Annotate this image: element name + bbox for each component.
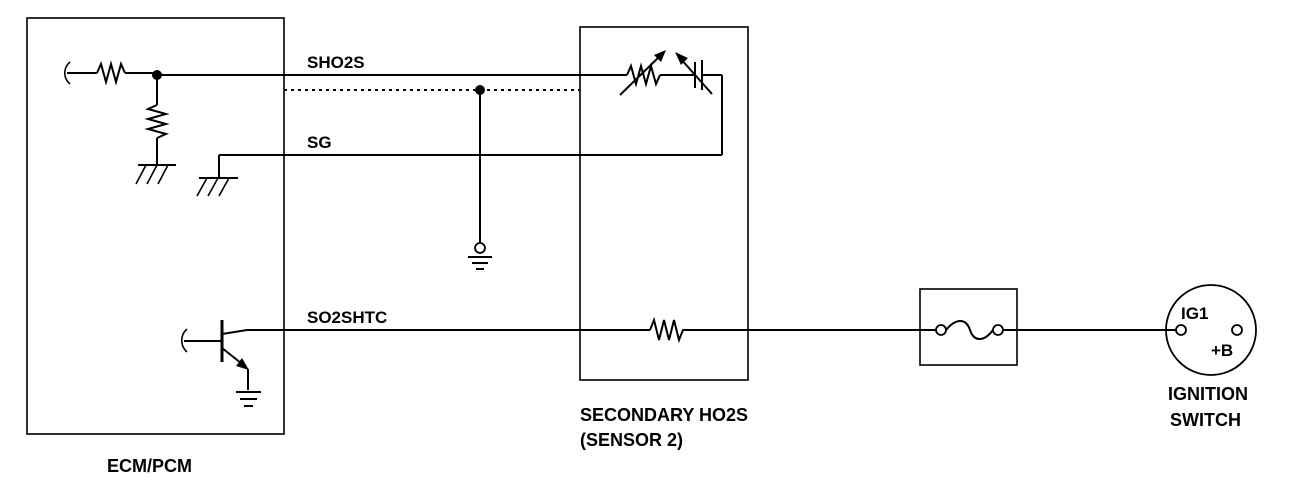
signal-input-symbol [63,61,71,85]
driver-input-symbol [180,328,188,353]
variable-resistor-icon [626,62,661,88]
pulldown-resistor [144,104,170,139]
sg-chassis-ground-icon [196,177,238,197]
ignition-label-line2: SWITCH [1170,410,1241,430]
wiring: SHO2S SG SO2SHTC [157,53,1176,331]
sho2s-label: SHO2S [307,53,365,72]
ignition-switch-body [1165,284,1257,376]
ig1-label: IG1 [1181,304,1208,323]
ignition-label-line1: IGNITION [1168,384,1248,404]
ecm-pcm-label: ECM/PCM [107,456,192,476]
shield-ground-icon [468,256,492,270]
signal-ground-icon [236,391,261,407]
fuse-terminal-left [935,324,947,336]
ignition-switch: IG1 +B IGNITION SWITCH [1165,284,1257,430]
ecm-pcm-module: ECM/PCM [26,17,285,476]
secondary-ho2s-sensor: SECONDARY HO2S (SENSOR 2) [579,26,749,450]
ig1-terminal [1175,324,1187,336]
sensor-label-line1: SECONDARY HO2S [580,405,748,425]
sensor-label-line2: (SENSOR 2) [580,430,683,450]
input-resistor [96,60,126,86]
fuse-icon [945,320,994,340]
heater-resistor-icon [649,316,686,344]
emitter-arrow-icon [236,358,249,370]
so2shtc-label: SO2SHTC [307,308,387,327]
battery-terminal [1231,324,1243,336]
chassis-ground-icon [135,164,176,185]
fuse-box [919,288,1018,366]
battery-terminal-label: +B [1211,341,1233,360]
shield-terminal [474,242,486,254]
sg-label: SG [307,133,332,152]
fuse-terminal-right [992,324,1004,336]
